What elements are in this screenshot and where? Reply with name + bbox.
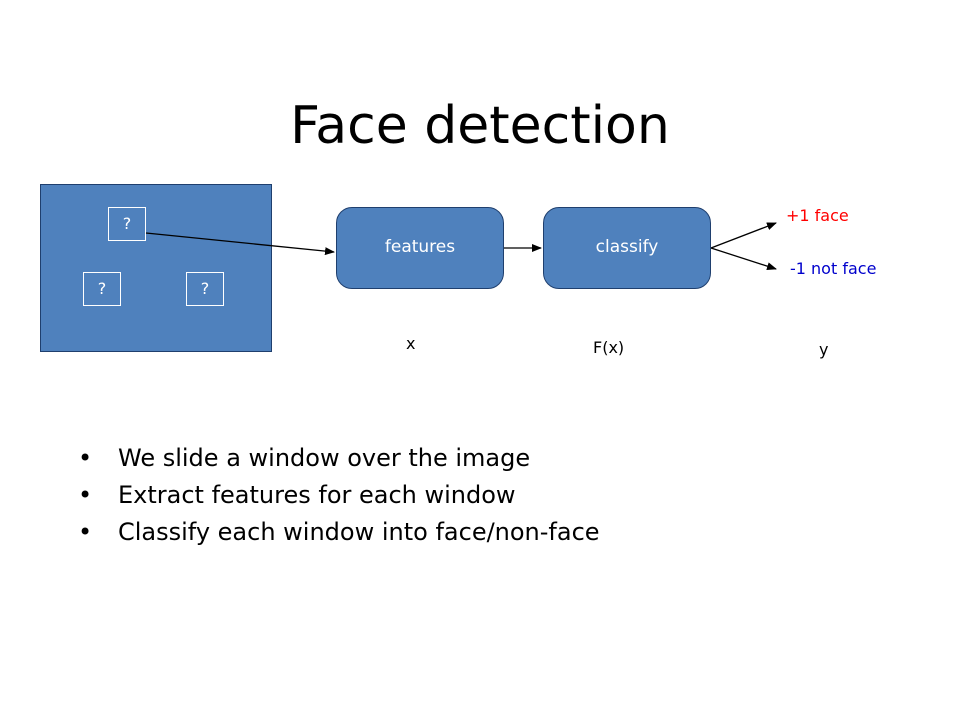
bullet-item: • Extract features for each window [78,477,600,514]
classify-to-notface-arrow [710,247,777,271]
bullet-text: We slide a window over the image [118,444,531,472]
bullet-dot: • [78,444,93,472]
bullet-item: • Classify each window into face/non-face [78,514,600,551]
features-box: features [336,207,504,289]
bullet-item: • We slide a window over the image [78,440,600,477]
slide-title: Face detection [290,96,670,156]
variable-x-label: x [406,334,416,353]
bullet-dot: • [78,481,93,509]
bullet-text: Extract features for each window [118,481,516,509]
sliding-window: ? [83,272,121,306]
input-image: ? ? ? [40,184,272,352]
sliding-window: ? [108,207,146,241]
output-not-face-label: -1 not face [790,259,877,278]
window-to-features-arrow [145,232,335,256]
bullet-text: Classify each window into face/non-face [118,518,600,546]
variable-y-label: y [819,340,829,359]
bullet-list: • We slide a window over the image • Extra… [78,440,600,551]
classify-box: classify [543,207,711,289]
bullet-dot: • [78,518,93,546]
variable-fx-label: F(x) [593,338,625,357]
sliding-window: ? [186,272,224,306]
classify-to-face-arrow [710,222,777,249]
output-face-label: +1 face [786,206,849,225]
